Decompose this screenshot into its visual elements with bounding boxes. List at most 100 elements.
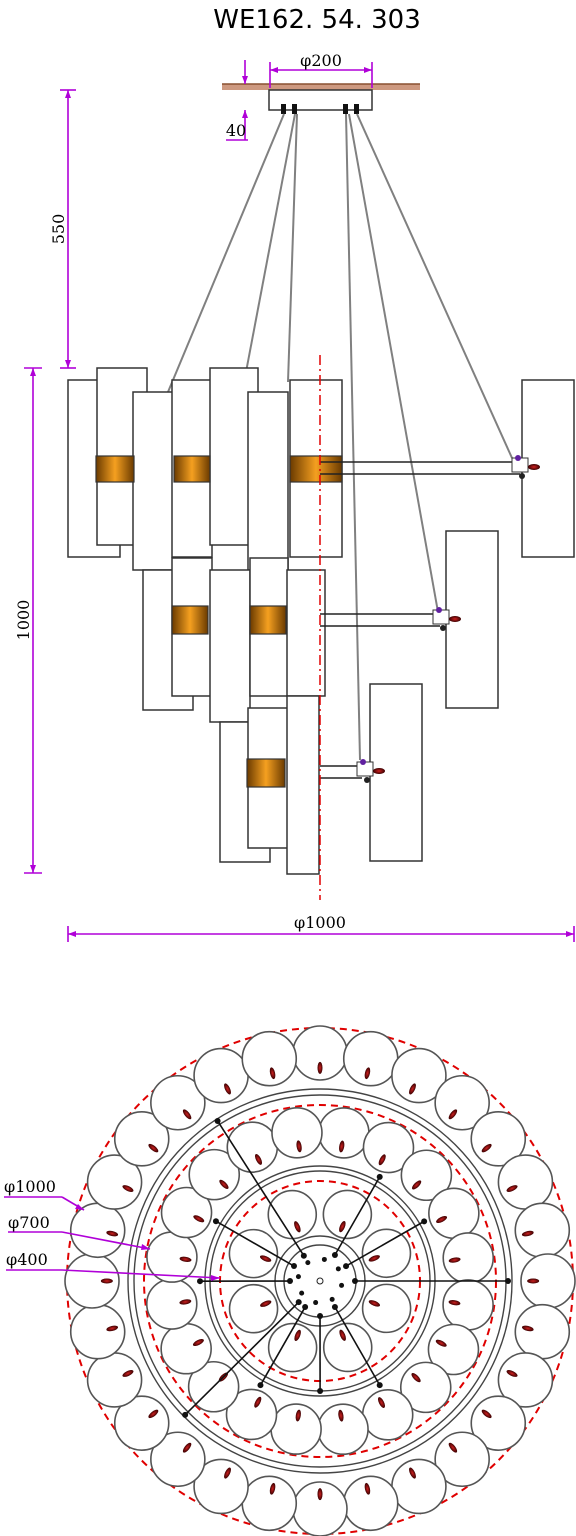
accent-band [171,605,209,635]
arm-joint [331,1304,338,1311]
bulb [521,1230,534,1237]
bulb [364,1482,371,1495]
crystal-disc [270,1403,322,1455]
crystal-disc [69,1202,126,1259]
crystal-disc [150,1074,206,1131]
support-arms [320,461,520,779]
bulb [448,1442,458,1453]
accent-band [173,455,211,483]
bulb [368,1255,380,1262]
bulb [100,1278,113,1284]
lamp-sockets [356,455,540,783]
glass-panels [67,367,575,875]
bulb [182,1442,192,1453]
bulb [448,1257,461,1263]
accent-bands [95,455,343,788]
canopy-diameter-label: φ200 [300,51,342,70]
accent-band [95,455,135,483]
ring-outer-label: φ1000 [4,1177,56,1196]
bulb [338,1409,344,1422]
arm-joint [343,1263,350,1270]
accent-band [289,455,343,483]
bulb [317,1488,323,1501]
crystal-disc [225,1388,278,1441]
crystal-disc [362,1121,415,1174]
arm-joint [300,1252,307,1259]
bulb [377,1397,386,1409]
bulb [269,1482,276,1495]
crystal-disc [342,1030,399,1087]
bulb [179,1256,192,1262]
bulb [481,1409,492,1419]
support-arm [259,1306,306,1386]
crystal-disc [342,1475,399,1532]
body-height-label: 1000 [14,600,33,641]
support-arm [215,1220,295,1267]
bulb [254,1153,263,1165]
crystal-disc [361,1389,414,1441]
bulb [339,1220,346,1233]
bulb [317,1061,323,1074]
crystal-disc [497,1154,554,1210]
crystal-disc [427,1323,480,1376]
bulb [364,1067,371,1080]
crystal-disc [228,1283,279,1334]
crystal-disc [322,1189,373,1240]
crystal-disc [318,1107,370,1159]
bulb [269,1067,276,1080]
model-title: WE162. 54. 303 [213,5,421,35]
bulb [448,1300,461,1306]
crystal-disc [113,1395,170,1451]
arm-joint [212,1218,219,1225]
crystal-disc [391,1458,447,1515]
crystal-disc [241,1475,298,1532]
ring-middle-label: φ700 [8,1213,50,1232]
bulb [296,1140,302,1153]
crystal-disc [86,1352,143,1408]
arm-joint [376,1173,383,1180]
bulb [506,1185,518,1192]
bulb [182,1109,192,1120]
support-arm [334,1306,381,1386]
suspension-wires [167,113,513,761]
bulb [179,1299,192,1305]
hub-bolt [321,1256,327,1262]
bulb [481,1143,492,1153]
hub-bolt [339,1282,345,1288]
bulb [254,1396,262,1408]
crystal-disc [267,1322,318,1373]
crystal-disc [391,1047,447,1104]
crystal-disc [322,1322,373,1373]
arm-joint [182,1411,189,1418]
glass-panel [247,391,289,571]
bulb [339,1140,345,1153]
bulb [409,1083,416,1095]
crystal-disc [497,1352,554,1408]
support-arm [345,1220,425,1267]
crystal-disc [267,1189,318,1240]
crystal-disc [442,1232,495,1284]
arm-joint [290,1263,297,1270]
arm-joint [421,1218,428,1225]
bulb [339,1329,346,1341]
glass-panel [209,569,251,723]
bulb [294,1221,301,1233]
bulb [294,1329,301,1342]
top-view: φ1000 φ700 φ400 [4,1025,576,1536]
suspension-length-label: 550 [49,214,68,245]
accent-band [246,758,286,788]
crystal-disc [317,1403,369,1456]
bulb [378,1154,386,1166]
hub-bolt [329,1296,335,1302]
crystal-disc [470,1395,527,1451]
bulb [224,1467,231,1479]
bulb [224,1083,231,1095]
arm-joint [317,1313,324,1319]
bulb [122,1185,134,1192]
overall-diameter-label: φ1000 [294,913,346,932]
arm-joint [352,1278,358,1284]
hub-bolt [313,1300,319,1306]
crystal-disc [228,1228,279,1279]
arm-joint [331,1251,338,1258]
arm-joint [214,1117,221,1124]
